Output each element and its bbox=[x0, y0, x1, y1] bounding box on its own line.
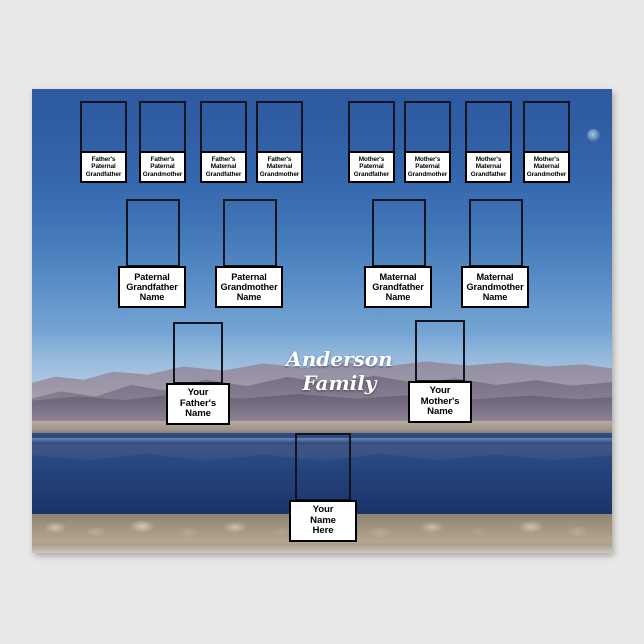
photo-frame-paternal-grandmother[interactable] bbox=[223, 199, 277, 267]
photo-frame-mothers-maternal-grandmother[interactable] bbox=[523, 101, 570, 153]
photo-frame-mothers-paternal-grandmother[interactable] bbox=[404, 101, 451, 153]
photo-frame-maternal-grandfather[interactable] bbox=[372, 199, 426, 267]
foreground-ground bbox=[32, 545, 612, 553]
photo-frame-mothers-paternal-grandfather[interactable] bbox=[348, 101, 395, 153]
label-fathers-paternal-grandmother[interactable]: Father's Paternal Grandmother bbox=[139, 151, 186, 183]
photo-frame-fathers-maternal-grandfather[interactable] bbox=[200, 101, 247, 153]
family-title-line-1: Anderson bbox=[286, 346, 393, 371]
photo-frame-self[interactable] bbox=[295, 433, 351, 501]
photo-frame-fathers-maternal-grandmother[interactable] bbox=[256, 101, 303, 153]
label-mothers-paternal-grandmother[interactable]: Mother's Paternal Grandmother bbox=[404, 151, 451, 183]
family-title-line-2: Family bbox=[302, 370, 377, 395]
family-tree-poster[interactable]: Father's Paternal Grandfather Father's P… bbox=[32, 89, 612, 553]
label-mother[interactable]: Your Mother's Name bbox=[408, 381, 472, 423]
label-fathers-maternal-grandfather[interactable]: Father's Maternal Grandfather bbox=[200, 151, 247, 183]
family-title: Anderson Family bbox=[264, 347, 415, 396]
lake-glint bbox=[32, 437, 612, 445]
photo-frame-fathers-paternal-grandmother[interactable] bbox=[139, 101, 186, 153]
label-mothers-maternal-grandmother[interactable]: Mother's Maternal Grandmother bbox=[523, 151, 570, 183]
label-fathers-paternal-grandfather[interactable]: Father's Paternal Grandfather bbox=[80, 151, 127, 183]
label-paternal-grandmother[interactable]: Paternal Grandmother Name bbox=[215, 266, 283, 308]
lake-reflection bbox=[32, 443, 612, 462]
label-father[interactable]: Your Father's Name bbox=[166, 383, 230, 425]
photo-frame-mother[interactable] bbox=[415, 320, 465, 382]
photo-frame-mothers-maternal-grandfather[interactable] bbox=[465, 101, 512, 153]
photo-frame-maternal-grandmother[interactable] bbox=[469, 199, 523, 267]
label-fathers-maternal-grandmother[interactable]: Father's Maternal Grandmother bbox=[256, 151, 303, 183]
moon-icon bbox=[586, 128, 600, 142]
label-maternal-grandfather[interactable]: Maternal Grandfather Name bbox=[364, 266, 432, 308]
photo-frame-fathers-paternal-grandfather[interactable] bbox=[80, 101, 127, 153]
label-self[interactable]: Your Name Here bbox=[289, 500, 357, 542]
photo-frame-paternal-grandfather[interactable] bbox=[126, 199, 180, 267]
photo-frame-father[interactable] bbox=[173, 322, 223, 384]
label-mothers-maternal-grandfather[interactable]: Mother's Maternal Grandfather bbox=[465, 151, 512, 183]
label-mothers-paternal-grandfather[interactable]: Mother's Paternal Grandfather bbox=[348, 151, 395, 183]
label-maternal-grandmother[interactable]: Maternal Grandmother Name bbox=[461, 266, 529, 308]
label-paternal-grandfather[interactable]: Paternal Grandfather Name bbox=[118, 266, 186, 308]
